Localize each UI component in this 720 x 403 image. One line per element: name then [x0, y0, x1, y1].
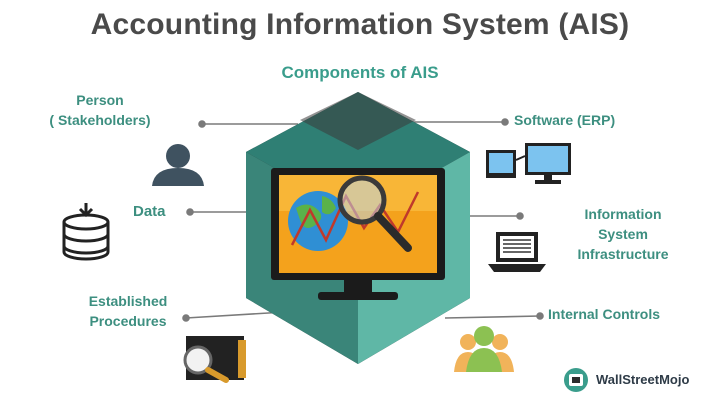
label-person-line1: Person	[76, 92, 124, 108]
center-monitor-icon	[271, 168, 445, 300]
page-subtitle: Components of AIS	[281, 63, 439, 82]
folder-magnifier-icon	[183, 336, 246, 383]
label-infrastructure-line1: Information	[584, 206, 662, 222]
person-icon	[152, 144, 204, 186]
laptop-icon	[488, 232, 546, 272]
label-procedures-line2: Procedures	[89, 313, 167, 329]
label-infrastructure: Information System Infrastructure	[548, 204, 698, 264]
database-icon	[62, 203, 110, 261]
connector-dot-data	[186, 208, 194, 216]
label-software: Software (ERP)	[514, 112, 616, 128]
computers-icon	[486, 143, 571, 184]
connector-dot-software	[501, 118, 509, 126]
label-data: Data	[133, 203, 166, 220]
label-person-line2: ( Stakeholders)	[49, 112, 151, 128]
people-group-icon	[454, 326, 514, 372]
wsm-logo-icon	[564, 368, 588, 392]
label-person: Person ( Stakeholders)	[20, 90, 180, 130]
brand-logo: WallStreetMojo	[560, 366, 720, 394]
connector-procedures	[185, 311, 286, 319]
label-infrastructure-line3: Infrastructure	[577, 246, 669, 262]
page-title: Accounting Information System (AIS)	[90, 8, 630, 41]
brand-name: WallStreetMojo	[596, 372, 690, 387]
label-internal-controls: Internal Controls	[548, 306, 661, 322]
label-procedures: Established Procedures	[68, 291, 188, 331]
connector-dot-infra	[516, 212, 524, 220]
label-procedures-line1: Established	[88, 293, 168, 309]
label-infrastructure-line2: System	[598, 226, 648, 242]
connector-dot-controls	[536, 312, 544, 320]
connector-controls	[444, 315, 541, 319]
connector-dot-procedures	[182, 314, 190, 322]
connector-dot-person	[198, 120, 206, 128]
